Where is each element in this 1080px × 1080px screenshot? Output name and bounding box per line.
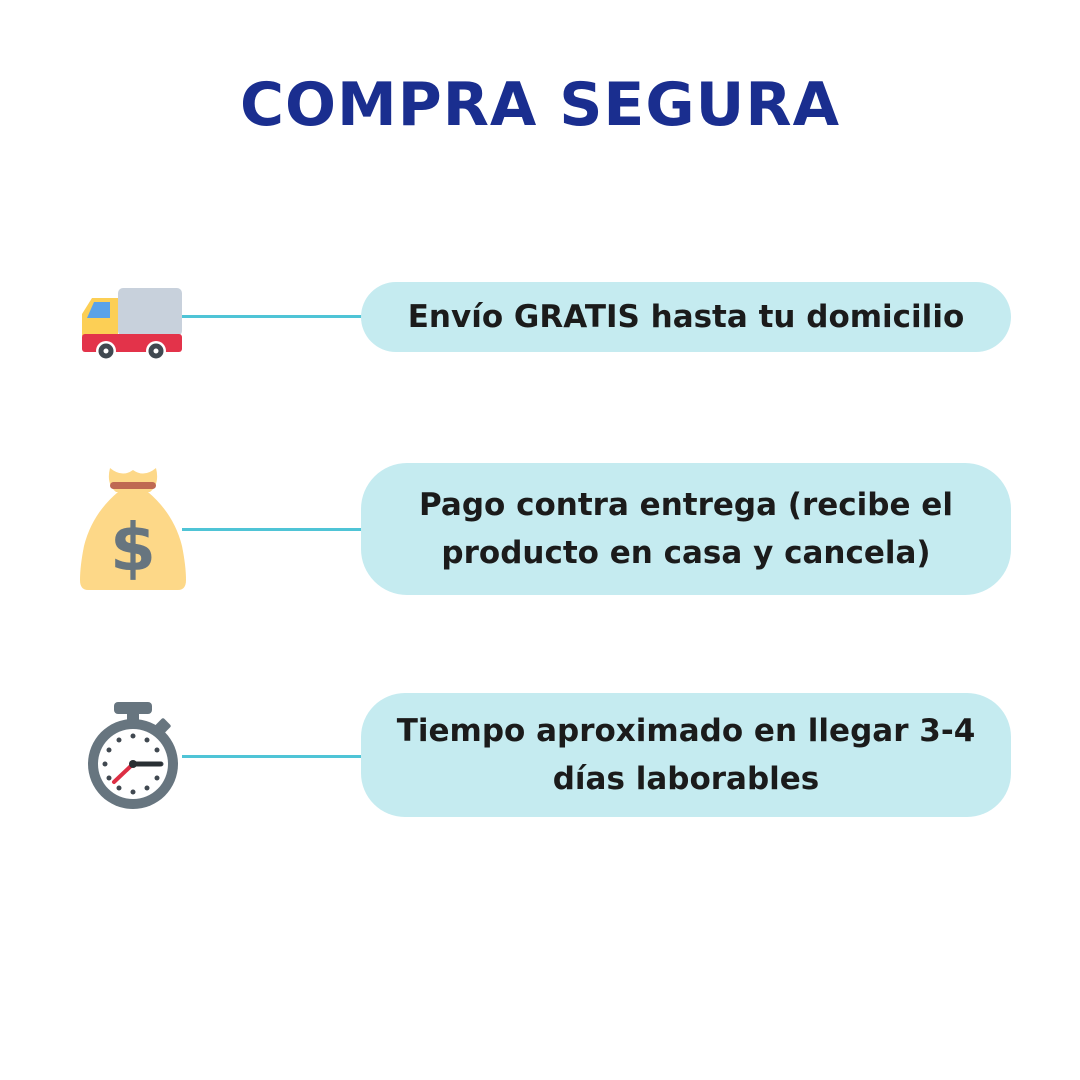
connector-line xyxy=(182,315,362,318)
connector-line xyxy=(182,528,362,531)
connector-line xyxy=(182,755,362,758)
feature-text: Envío GRATIS hasta tu domicilio xyxy=(407,299,965,335)
svg-text:$: $ xyxy=(110,509,156,586)
truck-icon xyxy=(78,284,186,364)
feature-pill: Pago contra entrega (recibe el producto … xyxy=(361,463,1011,595)
feature-pill: Envío GRATIS hasta tu domicilio xyxy=(361,282,1011,352)
feature-text: Tiempo aproximado en llegar 3-4 días lab… xyxy=(396,713,976,797)
feature-pill: Tiempo aproximado en llegar 3-4 días lab… xyxy=(361,693,1011,817)
stopwatch-icon xyxy=(84,700,184,810)
feature-text: Pago contra entrega (recibe el producto … xyxy=(419,487,953,571)
money-bag-icon: $ xyxy=(74,462,192,594)
page-title: COMPRA SEGURA xyxy=(239,70,841,140)
